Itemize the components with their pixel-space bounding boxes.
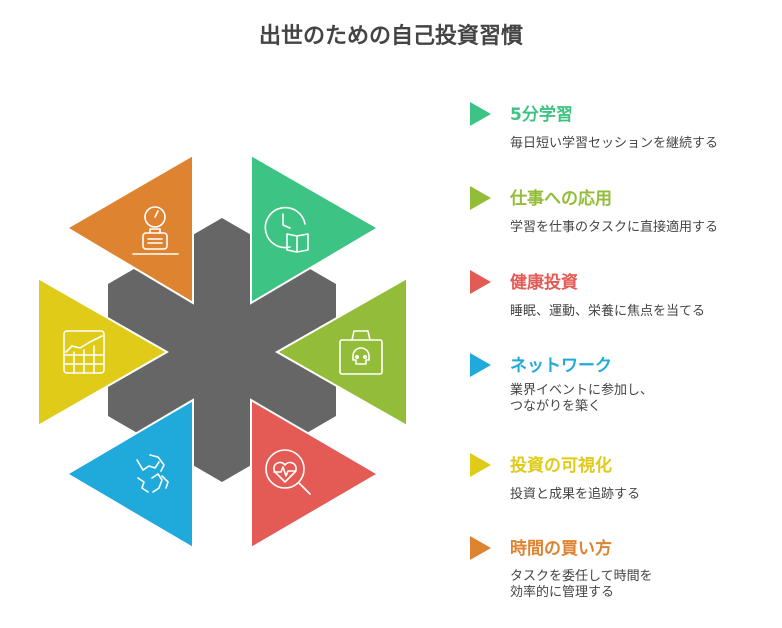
item-heading: 5分学習: [510, 105, 573, 125]
segment-visualization[interactable]: [37, 276, 170, 428]
item-description: タスクを委任して時間を 効率的に管理する: [510, 569, 653, 600]
item-heading: ネットワーク: [510, 356, 612, 376]
triangle-bullet-icon: [470, 270, 491, 294]
chart-grid-icon: [63, 330, 105, 374]
heart-search-icon: [265, 449, 311, 495]
page-title: 出世のための自己投資習慣: [258, 24, 523, 49]
item-description: 睡眠、運動、栄養に焦点を当てる: [510, 304, 706, 319]
item-description: 毎日短い学習セッションを継続する: [510, 136, 719, 151]
triangle-bullet-icon: [470, 102, 491, 126]
triangle-bullet-icon: [470, 186, 491, 210]
clock-book-icon: [264, 206, 309, 253]
item-description: 業界イベントに参加し、 つながりを築く: [510, 383, 654, 414]
segment-work-application[interactable]: [274, 276, 408, 428]
handshake-icon: [136, 454, 169, 493]
segment-network[interactable]: [65, 398, 194, 550]
triangle-bullet-icon: [470, 453, 491, 477]
triangle-bullet-icon: [470, 353, 491, 377]
item-description: 学習を仕事のタスクに直接適用する: [510, 220, 719, 235]
segment-health[interactable]: [250, 398, 380, 550]
item-heading: 健康投資: [510, 273, 578, 293]
timer-worker-icon: [132, 206, 179, 255]
segment-5min-learning[interactable]: [250, 153, 380, 305]
briefcase-skull-icon: [339, 330, 383, 375]
item-heading: 仕事への応用: [510, 189, 612, 209]
triangle-bullet-icon: [470, 536, 491, 560]
item-heading: 時間の買い方: [510, 539, 612, 559]
segment-time[interactable]: [65, 153, 194, 305]
item-heading: 投資の可視化: [510, 456, 612, 476]
item-description: 投資と成果を追跡する: [510, 487, 641, 502]
